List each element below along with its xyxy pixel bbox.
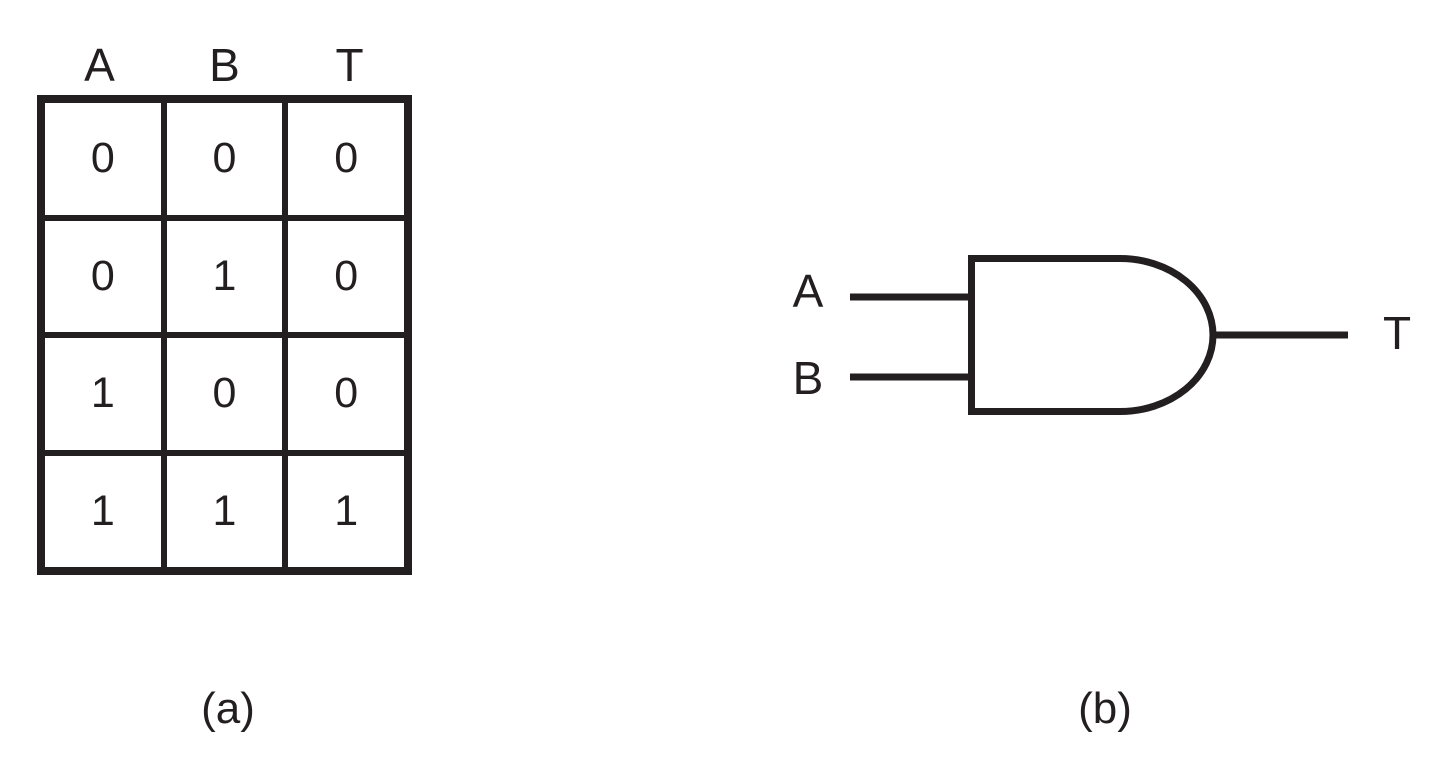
truth-table-header-t: T — [335, 39, 364, 91]
truth-table-cell: 1 — [166, 455, 283, 567]
truth-table-cell: 1 — [166, 220, 283, 332]
truth-table-header-a: A — [84, 39, 115, 91]
truth-table: 0 0 0 0 1 0 1 0 0 1 1 1 — [37, 95, 412, 575]
truth-table-header-row: A B T — [37, 38, 412, 92]
caption-a: (a) — [201, 684, 255, 733]
truth-table-cell: 1 — [288, 455, 404, 567]
gate-output-label-t: T — [1382, 307, 1412, 359]
gate-body — [968, 255, 1217, 415]
truth-table-cell: 1 — [45, 455, 161, 567]
truth-table-cell: 0 — [166, 338, 283, 450]
gate-input-label-b: B — [792, 352, 824, 404]
caption-b: (b) — [1078, 684, 1132, 733]
truth-table-cell: 0 — [288, 103, 404, 215]
truth-table-cell: 0 — [288, 220, 404, 332]
truth-table-cell: 0 — [166, 103, 283, 215]
truth-table-header-b: B — [209, 39, 240, 91]
gate-input-label-a: A — [792, 265, 824, 317]
truth-table-cell: 1 — [45, 338, 161, 450]
truth-table-cell: 0 — [288, 338, 404, 450]
truth-table-cell: 0 — [45, 103, 161, 215]
truth-table-cell: 0 — [45, 220, 161, 332]
